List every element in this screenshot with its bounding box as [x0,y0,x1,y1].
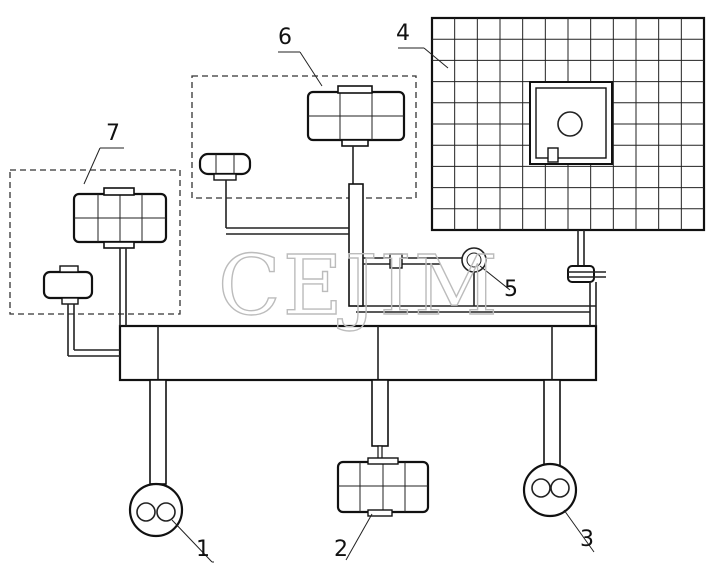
watermark-text: CEJIM [218,239,500,334]
label-4: 4 [396,21,410,46]
leader-lines [83,47,595,563]
label-1: 1 [196,537,210,562]
group-7 [9,169,181,357]
grid-module-4 [430,16,706,232]
label-5: 5 [504,277,518,302]
label-3: 3 [580,527,594,552]
label-6: 6 [278,25,292,50]
label-2: 2 [334,537,348,562]
connector-4 [567,230,606,306]
sensor-5 [440,247,487,306]
manifold-bus [118,305,598,382]
pump-3 [522,379,578,518]
pump-1 [128,379,184,538]
label-7: 7 [106,121,120,146]
group-6 [191,75,440,307]
part-labels: 1 2 3 4 5 6 7 [106,21,594,562]
unit-2 [336,379,430,517]
